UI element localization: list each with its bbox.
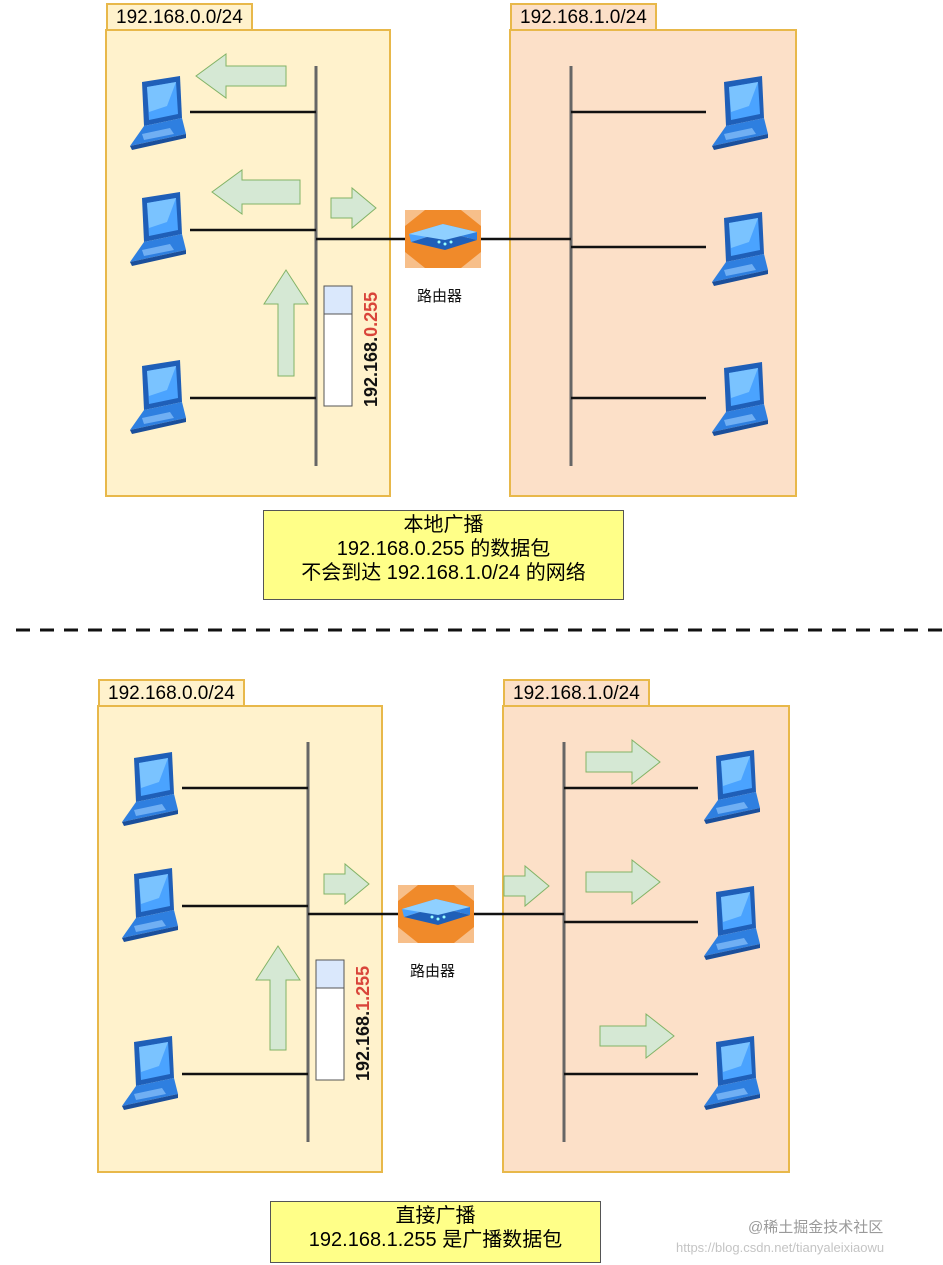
top-right-network-label: 192.168.1.0/24	[510, 3, 657, 31]
packet-body	[323, 313, 353, 407]
router-icon	[398, 885, 474, 943]
bottom-section	[97, 705, 790, 1173]
bottom-right-network-label: 192.168.1.0/24	[503, 679, 650, 707]
arrow-right-icon	[503, 864, 550, 908]
bottom-packet-address: 192.168.1.255	[353, 965, 373, 1081]
packet-body	[315, 987, 345, 1081]
router-icon	[405, 210, 481, 268]
arrow-left-icon	[195, 53, 287, 99]
arrow-right-icon	[585, 858, 661, 906]
top-note-line-2: 192.168.0.255 的数据包	[336, 538, 551, 560]
top-router-label: 路由器	[417, 288, 463, 305]
arrow-right-icon	[599, 1012, 675, 1060]
arrow-right-icon	[585, 738, 661, 786]
packet-header	[315, 959, 345, 989]
arrow-right-icon	[330, 186, 377, 230]
bottom-note-box: 直接广播 192.168.1.255 是广播数据包	[270, 1201, 601, 1263]
arrow-left-icon	[211, 169, 301, 215]
top-note-line-1: 本地广播	[403, 514, 484, 536]
bottom-left-network-label: 192.168.0.0/24	[98, 679, 245, 707]
arrow-up-icon	[255, 945, 301, 1051]
arrow-up-icon	[263, 269, 309, 377]
top-left-network-label: 192.168.0.0/24	[106, 3, 253, 31]
packet-header	[323, 285, 353, 315]
watermark-url: https://blog.csdn.net/tianyaleixiaowu	[676, 1240, 885, 1255]
arrow-right-icon	[323, 862, 370, 906]
bottom-router-label: 路由器	[410, 963, 456, 980]
top-packet-address: 192.168.0.255	[361, 291, 381, 407]
bottom-note-line-2: 192.168.1.255 是广播数据包	[308, 1229, 563, 1251]
watermark-brand: @稀土掘金技术社区	[748, 1219, 884, 1236]
top-section	[105, 29, 797, 497]
bottom-note-line-1: 直接广播	[395, 1205, 476, 1227]
top-note-box: 本地广播 192.168.0.255 的数据包 不会到达 192.168.1.0…	[263, 510, 624, 600]
top-note-line-3: 不会到达 192.168.1.0/24 的网络	[301, 562, 586, 584]
